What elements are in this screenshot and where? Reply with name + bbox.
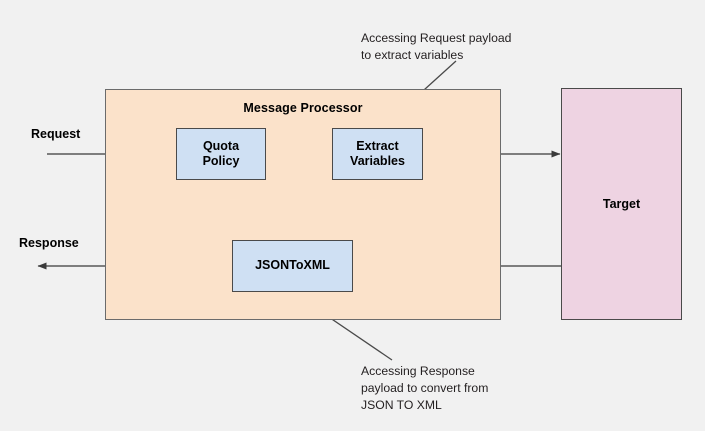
policy-box-jsontoxml[interactable]: JSONToXML (232, 240, 353, 292)
policy-box-extract-variables[interactable]: Extract Variables (332, 128, 423, 180)
policy-box-quota-policy[interactable]: Quota Policy (176, 128, 266, 180)
target-box[interactable]: Target (561, 88, 682, 320)
message-processor-label: Message Processor (243, 101, 363, 115)
response-annotation-text: Accessing Response payload to convert fr… (361, 364, 489, 412)
request-label: Request (31, 127, 81, 141)
policy-label-extract-variables: Extract Variables (350, 138, 405, 168)
response-label: Response (19, 236, 79, 250)
request-annotation-text: Accessing Request payload to extract var… (361, 31, 512, 62)
target-label: Target (602, 197, 641, 211)
policy-label-quota-policy: Quota Policy (202, 138, 240, 168)
policy-label-jsontoxml: JSONToXML (255, 258, 330, 273)
